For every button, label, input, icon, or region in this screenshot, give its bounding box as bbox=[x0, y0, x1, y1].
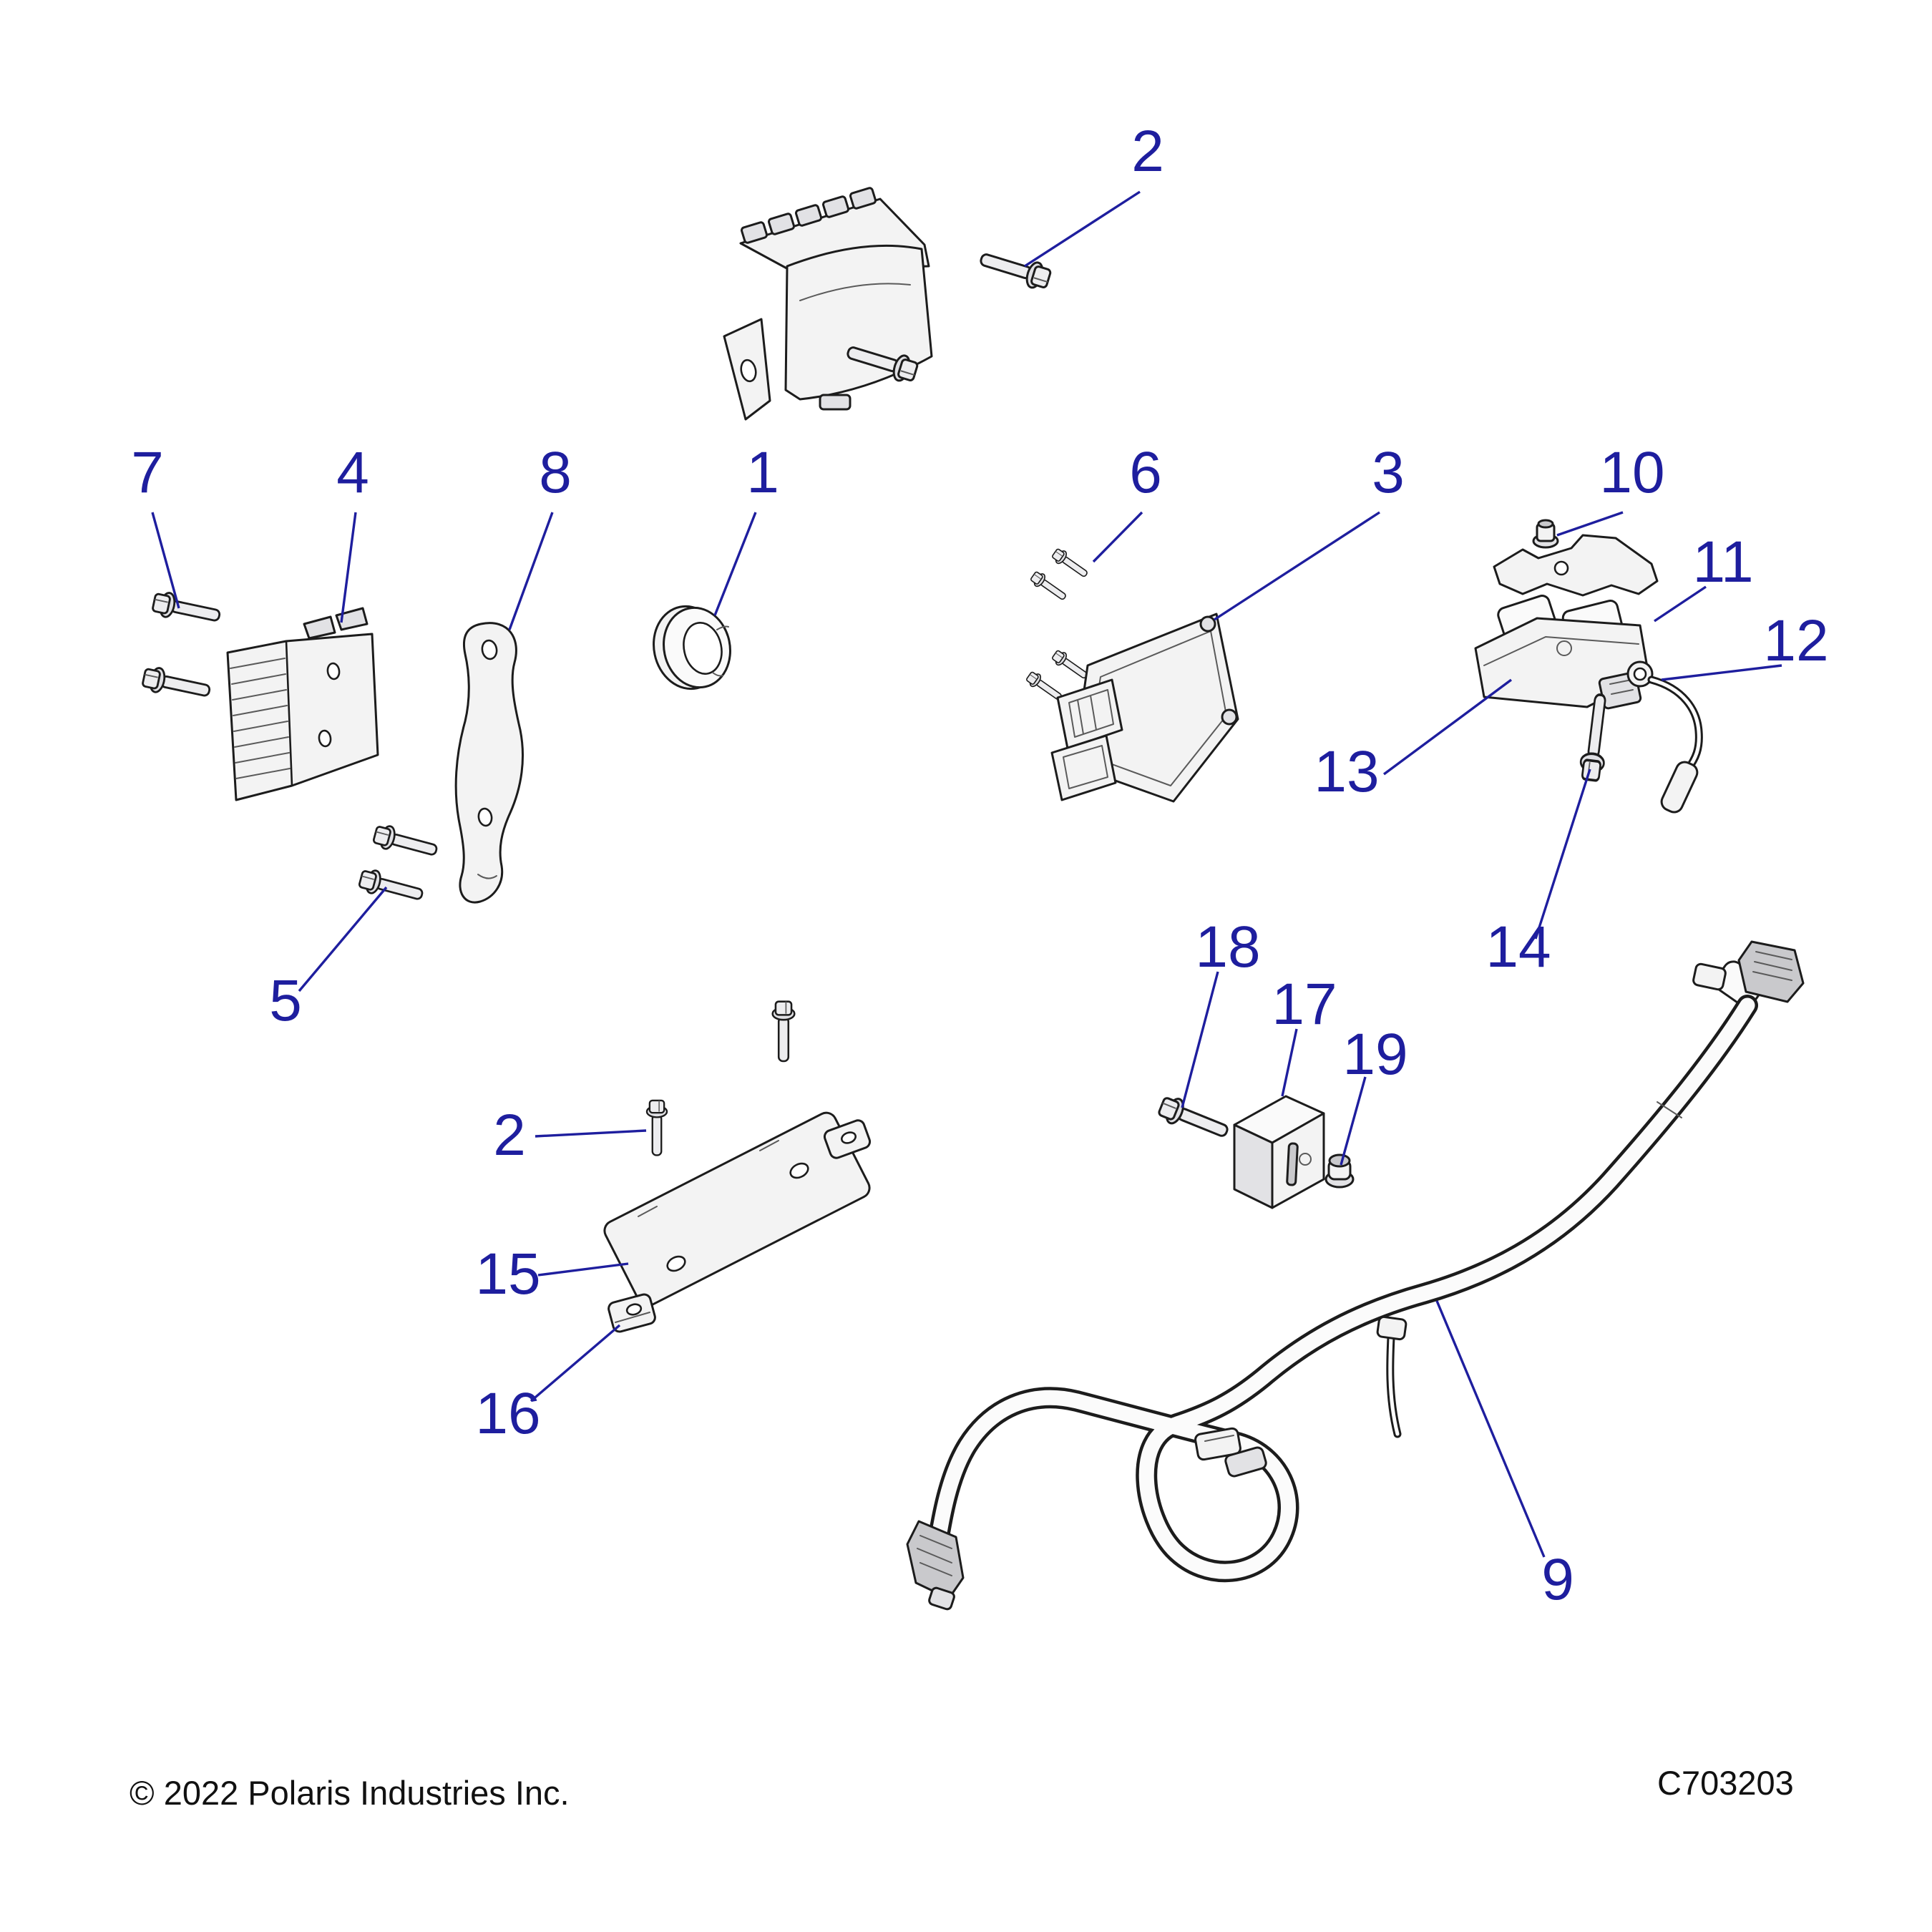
leader-line-3 bbox=[1214, 511, 1380, 621]
terminal-boot bbox=[1660, 761, 1699, 814]
ecm-connector-shroud bbox=[1050, 678, 1123, 801]
leader-line-8 bbox=[508, 512, 554, 630]
callout-18[interactable]: 18 bbox=[1195, 914, 1260, 980]
callout-12[interactable]: 12 bbox=[1763, 608, 1828, 673]
callout-4[interactable]: 4 bbox=[336, 440, 369, 505]
callout-2-mid[interactable]: 2 bbox=[493, 1103, 526, 1168]
leader-line-1 bbox=[713, 512, 757, 616]
leader-line-9 bbox=[1435, 1300, 1546, 1558]
harness-strap bbox=[1376, 1315, 1407, 1438]
callout-9[interactable]: 9 bbox=[1541, 1547, 1574, 1612]
callout-14[interactable]: 14 bbox=[1485, 914, 1551, 980]
u-clip bbox=[608, 1293, 656, 1333]
regulator-fins bbox=[230, 658, 291, 779]
leader-line-6 bbox=[1092, 511, 1143, 563]
coil-bracket bbox=[1493, 534, 1659, 597]
callout-3[interactable]: 3 bbox=[1372, 440, 1405, 505]
callout-5[interactable]: 5 bbox=[269, 968, 302, 1033]
callout-7[interactable]: 7 bbox=[131, 440, 164, 505]
callout-10[interactable]: 10 bbox=[1599, 440, 1664, 505]
ignition-coil bbox=[1474, 595, 1650, 710]
bolt-icon bbox=[356, 866, 426, 907]
control-module bbox=[723, 187, 933, 421]
callout-11[interactable]: 11 bbox=[1692, 530, 1753, 595]
callout-15[interactable]: 15 bbox=[475, 1241, 540, 1307]
cap-nut bbox=[1324, 1153, 1355, 1189]
bolt-icon bbox=[1156, 1093, 1233, 1146]
ground-wire bbox=[1626, 660, 1703, 814]
leader-line-15 bbox=[537, 1262, 629, 1277]
callout-2-top[interactable]: 2 bbox=[1131, 119, 1164, 184]
wire-harness bbox=[906, 940, 1805, 1611]
callout-13[interactable]: 13 bbox=[1314, 739, 1379, 804]
leader-line-7 bbox=[151, 512, 180, 609]
bolt-icon bbox=[150, 589, 223, 629]
ecm-module bbox=[1050, 613, 1239, 803]
voltage-regulator bbox=[226, 607, 379, 801]
bolt-icon bbox=[371, 821, 441, 863]
grommet bbox=[653, 605, 731, 691]
callout-17[interactable]: 17 bbox=[1272, 972, 1337, 1037]
leader-line-12 bbox=[1661, 664, 1782, 681]
leader-line-14 bbox=[1534, 769, 1591, 940]
callout-1[interactable]: 1 bbox=[746, 440, 779, 505]
leader-line-17 bbox=[1281, 1028, 1298, 1097]
callout-19[interactable]: 19 bbox=[1342, 1022, 1407, 1087]
bolt-icon bbox=[140, 664, 213, 704]
bolt-icon bbox=[976, 245, 1053, 293]
leader-line-10 bbox=[1556, 511, 1624, 537]
harness-end-connector bbox=[906, 1520, 965, 1611]
leader-line-2-mid bbox=[535, 1129, 647, 1138]
callout-6[interactable]: 6 bbox=[1129, 440, 1162, 505]
leader-line-16 bbox=[530, 1324, 621, 1402]
bolt-icon bbox=[645, 1099, 668, 1156]
harness-clamp bbox=[1194, 1427, 1267, 1478]
diagram-code: C703203 bbox=[1657, 1764, 1794, 1802]
leader-line-18 bbox=[1181, 971, 1219, 1108]
leader-line-5 bbox=[298, 886, 388, 992]
mount-bracket bbox=[454, 622, 525, 904]
leader-line-11 bbox=[1654, 585, 1707, 623]
copyright-text: © 2022 Polaris Industries Inc. bbox=[130, 1774, 570, 1812]
callout-8[interactable]: 8 bbox=[539, 440, 572, 505]
module-connector-row bbox=[740, 187, 877, 244]
leader-line-13 bbox=[1382, 678, 1513, 776]
callout-16[interactable]: 16 bbox=[475, 1381, 540, 1446]
harness-connector bbox=[1692, 940, 1805, 1003]
screw-icon bbox=[1028, 569, 1070, 605]
u-clip bbox=[823, 1119, 872, 1159]
leader-line-19 bbox=[1340, 1076, 1367, 1166]
relay-box bbox=[1233, 1095, 1325, 1209]
flange-nut bbox=[1532, 519, 1559, 549]
shield-plate bbox=[603, 1111, 871, 1307]
bolt-icon bbox=[771, 1000, 796, 1063]
screw-icon bbox=[1050, 648, 1091, 683]
leader-line-2-top bbox=[1024, 190, 1141, 268]
screw-icon bbox=[1050, 546, 1091, 582]
leader-line-4 bbox=[340, 512, 357, 623]
